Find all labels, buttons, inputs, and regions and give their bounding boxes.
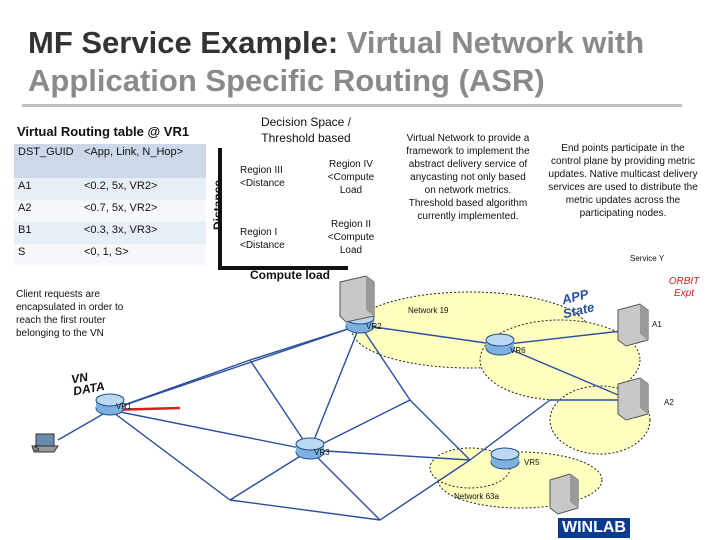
server-main [339, 275, 375, 323]
table-row: B1 <0.3, 3x, VR3> [14, 222, 206, 244]
slide-title: MF Service Example: Virtual Network with… [28, 24, 708, 100]
endpoints-note: End points participate in the control pl… [548, 143, 698, 219]
row-value: <0.7, 5x, VR2> [80, 200, 206, 222]
orbit-expt-label: ORBIT Expt [668, 276, 700, 299]
vr3-label: VR3 [314, 448, 330, 457]
server-b1 [549, 473, 579, 515]
row-value: <0, 1, S> [80, 244, 206, 266]
region-2: Region II <Compute Load [327, 219, 375, 256]
router-vr3 [295, 437, 325, 460]
region-1: Region I <Distance [240, 227, 285, 251]
s-label: S [34, 444, 40, 453]
client-note: Client requests are encapsulated in orde… [16, 289, 124, 339]
vr6-label: VR6 [510, 346, 526, 355]
winlab-logo: WINLAB [558, 518, 630, 538]
header-dst: DST_GUID [14, 144, 80, 178]
server-a1 [617, 303, 649, 347]
network-19-label: Network 19 [408, 306, 449, 315]
router-vr5 [490, 447, 520, 470]
row-value: <0.3, 3x, VR3> [80, 222, 206, 244]
routing-table-title: Virtual Routing table @ VR1 [17, 124, 190, 139]
vr5-label: VR5 [524, 458, 540, 467]
a1-label: A1 [652, 320, 662, 329]
row-key: B1 [14, 222, 80, 244]
title-bold: MF Service Example: [28, 25, 339, 60]
region-3: Region III <Distance [240, 165, 285, 189]
header-app: <App, Link, N_Hop> [80, 144, 206, 178]
region-4: Region IV <Compute Load [327, 159, 375, 196]
row-value: <0.2, 5x, VR2> [80, 178, 206, 200]
client-laptop [31, 433, 59, 453]
a2-label: A2 [664, 398, 674, 407]
table-row: A2 <0.7, 5x, VR2> [14, 200, 206, 222]
router-vr1 [95, 393, 125, 416]
decision-x-axis [218, 266, 348, 270]
vr2-label: VR2 [366, 322, 382, 331]
router-vr6 [485, 333, 515, 356]
row-key: A1 [14, 178, 80, 200]
cloud-network-19 [351, 291, 651, 455]
network-63a-label: Network 63a [454, 492, 499, 501]
service-y-label: Service Y [630, 254, 665, 263]
routing-table: DST_GUID <App, Link, N_Hop> A1 <0.2, 5x,… [14, 144, 206, 266]
decision-space-title: Decision Space / Threshold based [260, 115, 352, 145]
title-divider [22, 104, 682, 107]
table-row: S <0, 1, S> [14, 244, 206, 266]
title-light: Virtual Network with Application Specifi… [28, 25, 645, 98]
decision-xlabel: Compute load [250, 268, 330, 282]
vr1-label: VR1 [116, 402, 132, 411]
decision-y-axis [218, 148, 222, 270]
server-a2 [617, 377, 649, 421]
table-row: A1 <0.2, 5x, VR2> [14, 178, 206, 200]
row-key: A2 [14, 200, 80, 222]
routing-table-header: DST_GUID <App, Link, N_Hop> [14, 144, 206, 178]
vn-note: Virtual Network to provide a framework t… [406, 133, 530, 222]
network-links [57, 324, 631, 521]
row-key: S [14, 244, 80, 266]
